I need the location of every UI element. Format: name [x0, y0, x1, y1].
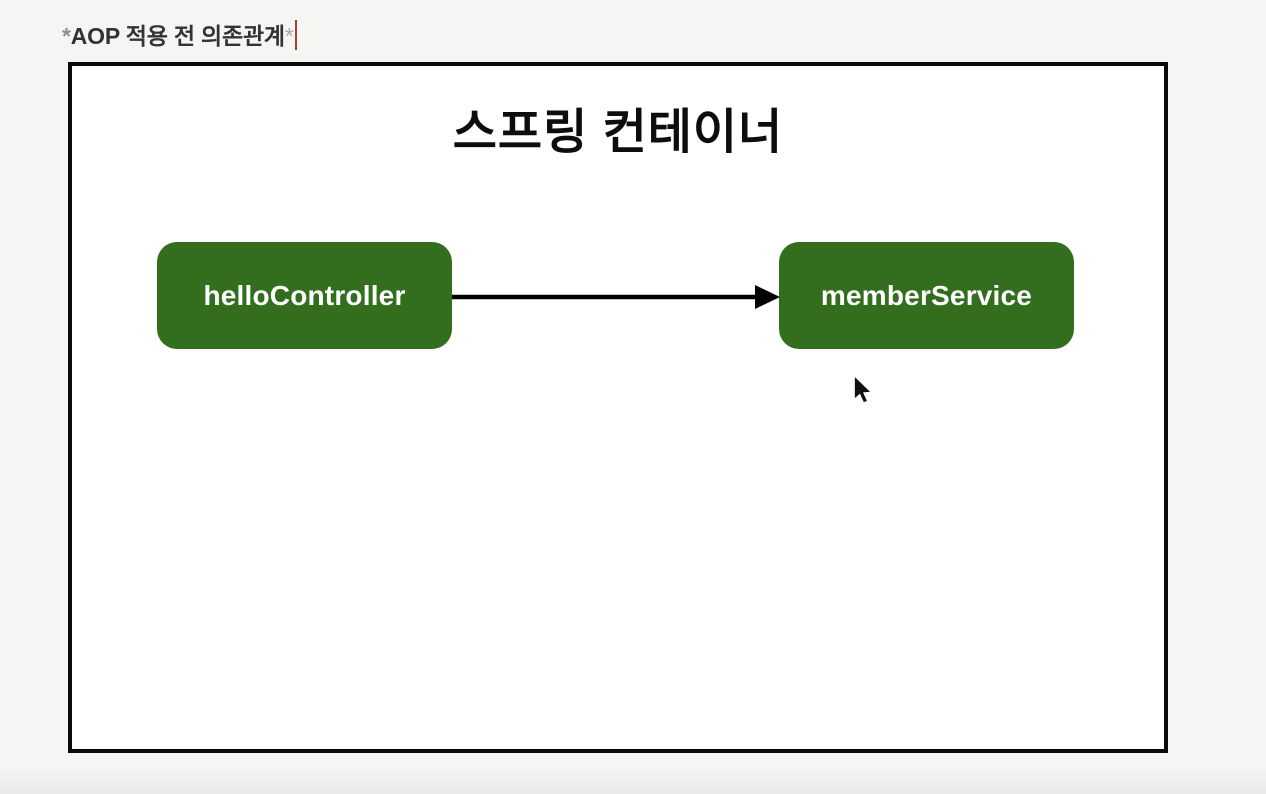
diagram-title: 스프링 컨테이너: [452, 106, 784, 159]
node-memberservice: memberService: [779, 242, 1074, 349]
dependency-arrow: [452, 285, 780, 309]
node-memberservice-label: memberService: [820, 279, 1033, 311]
caption-open-marker: *: [62, 23, 71, 49]
caption: *AOP 적용 전 의존관계*: [62, 20, 297, 52]
mouse-cursor-icon: [854, 375, 873, 404]
caption-close-marker: *: [284, 23, 294, 49]
bottom-vignette: [0, 766, 1266, 794]
text-caret: [294, 20, 297, 50]
node-hellocontroller-label: helloController: [203, 279, 406, 311]
diagram-canvas: 스프링 컨테이너 helloController memberService: [68, 62, 1168, 753]
caption-text: AOP 적용 전 의존관계: [70, 23, 285, 49]
node-hellocontroller: helloController: [157, 242, 452, 349]
